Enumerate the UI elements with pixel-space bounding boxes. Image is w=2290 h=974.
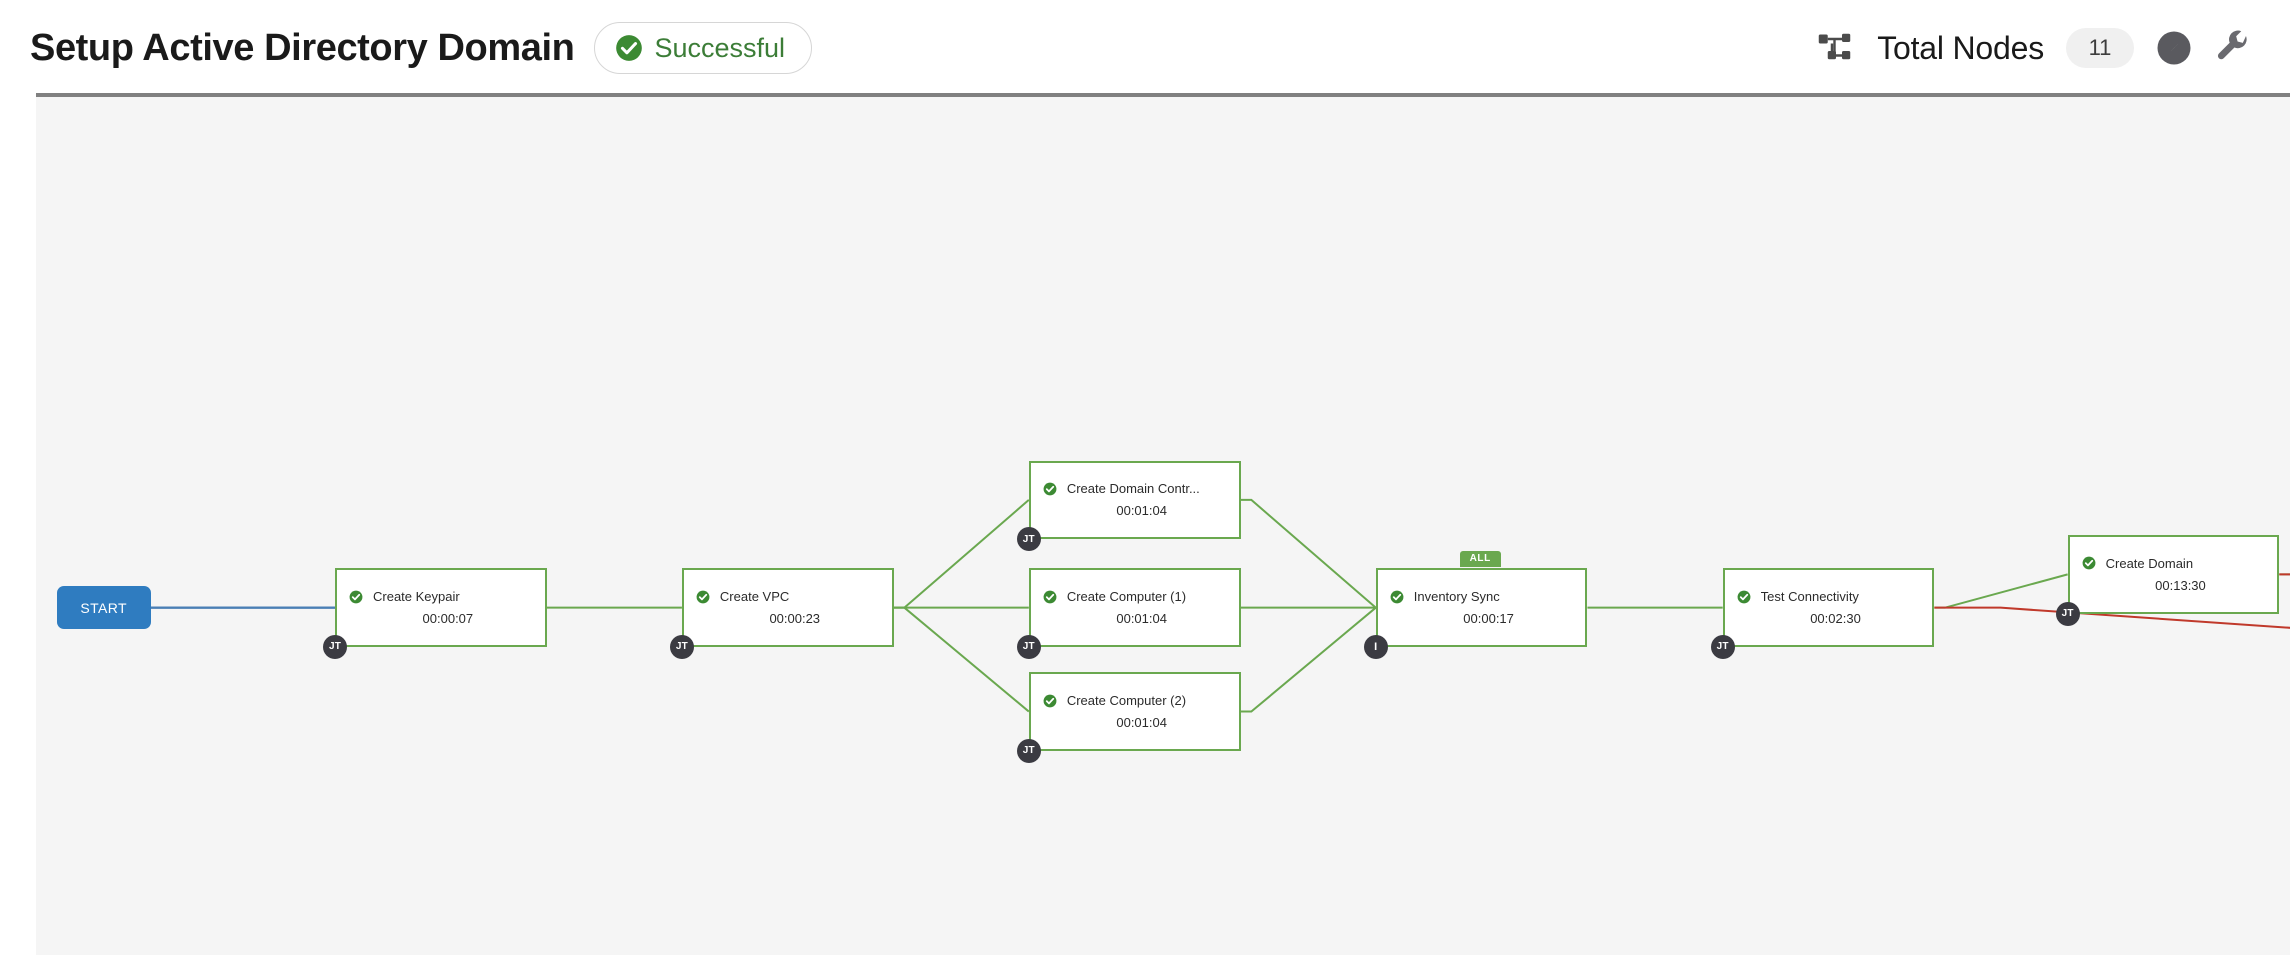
workflow-node-inventory-sync[interactable]: Inventory Sync 00:00:17 (1375, 568, 1588, 647)
compass-icon[interactable] (2156, 30, 2192, 66)
node-duration: 00:02:30 (1810, 611, 1861, 627)
node-title: Create Domain (2105, 555, 2194, 571)
workflow-node-create-keypair[interactable]: Create Keypair 00:00:07 (335, 568, 547, 647)
workflow-edges (150, 498, 2290, 713)
node-type-badge[interactable]: I (1363, 634, 1388, 659)
check-circle-icon (2082, 556, 2096, 570)
node-header-row: Inventory Sync (1378, 589, 1586, 604)
node-duration: 00:00:07 (422, 611, 474, 627)
node-title: Create Domain Contr... (1066, 481, 1200, 497)
wrench-icon[interactable] (2214, 29, 2252, 67)
node-type-badge[interactable]: JT (2055, 601, 2080, 626)
edge-test-connectivity-to-cleanup-resources (1934, 606, 2290, 629)
start-node[interactable]: START (56, 586, 151, 630)
workflow-node-test-connectivity[interactable]: Test Connectivity 00:02:30 (1722, 568, 1935, 647)
check-circle-icon (1043, 590, 1057, 604)
check-circle-icon (349, 590, 363, 604)
node-header-row: Create Computer (1) (1031, 589, 1239, 604)
node-title: Create Computer (2) (1066, 693, 1187, 709)
status-label: Successful (654, 32, 786, 63)
header-left-group: Setup Active Directory Domain Successful (30, 22, 813, 74)
edge-create-vpc-to-create-domain-controller (893, 499, 1030, 609)
check-circle-icon (1043, 482, 1057, 496)
node-type-badge[interactable]: JT (323, 634, 347, 659)
node-type-badge[interactable]: JT (1016, 738, 1041, 763)
edge-create-computer-2-to-inventory-sync (1240, 606, 1377, 713)
node-title: Create Keypair (373, 589, 460, 605)
header-right-group: Total Nodes 11 (1817, 28, 2252, 68)
status-badge: Successful (594, 22, 813, 74)
edge-create-domain-to-cleanup-resources (2279, 573, 2290, 576)
node-title: Inventory Sync (1413, 589, 1500, 605)
total-nodes-label: Total Nodes (1877, 29, 2044, 66)
edge-create-vpc-to-create-computer-2 (893, 606, 1030, 713)
node-header-row: Create Computer (2) (1031, 693, 1239, 708)
node-scope-badge: ALL (1459, 551, 1501, 568)
total-nodes-count: 11 (2066, 28, 2134, 68)
node-type-badge[interactable]: JT (1710, 634, 1735, 659)
node-type-badge[interactable]: JT (1016, 527, 1041, 552)
header-divider (36, 93, 2290, 97)
edge-test-connectivity-to-create-domain (1934, 573, 2068, 609)
workflow-node-create-domain-controller[interactable]: Create Domain Contr... 00:01:04 (1028, 460, 1241, 540)
node-title: Test Connectivity (1760, 589, 1859, 605)
check-circle-icon (1390, 590, 1404, 604)
node-duration: 00:01:04 (1116, 715, 1167, 731)
node-header-row: Create VPC (684, 589, 892, 604)
edge-create-domain-controller-to-inventory-sync (1240, 498, 1377, 609)
node-duration: 00:00:23 (769, 611, 821, 627)
node-header-row: Create Domain (2070, 556, 2278, 571)
node-header-row: Test Connectivity (1725, 589, 1933, 604)
page-header: Setup Active Directory Domain Successful (0, 0, 2290, 96)
node-duration: 00:00:17 (1463, 611, 1514, 627)
start-node-label: START (80, 599, 128, 616)
node-type-badge[interactable]: JT (669, 634, 694, 659)
check-circle-icon (1043, 694, 1057, 708)
node-duration: 00:13:30 (2155, 577, 2206, 593)
hierarchy-icon[interactable] (1817, 33, 1855, 63)
workflow-node-create-computer-1[interactable]: Create Computer (1) 00:01:04 (1028, 568, 1241, 647)
check-circle-icon (696, 590, 710, 604)
node-header-row: Create Domain Contr... (1031, 481, 1239, 496)
node-duration: 00:01:04 (1116, 503, 1167, 519)
node-title: Create Computer (1) (1066, 589, 1187, 605)
edge-create-domain-to-join-domain (2279, 573, 2290, 576)
workflow-node-create-domain[interactable]: Create Domain 00:13:30 (2067, 535, 2280, 614)
node-type-badge[interactable]: JT (1016, 634, 1041, 659)
node-header-row: Create Keypair (337, 589, 545, 604)
page-title: Setup Active Directory Domain (30, 26, 575, 69)
workflow-node-create-computer-2[interactable]: Create Computer (2) 00:01:04 (1028, 672, 1241, 751)
node-title: Create VPC (719, 589, 790, 605)
check-circle-icon (615, 34, 643, 62)
workflow-node-create-vpc[interactable]: Create VPC 00:00:23 (681, 568, 894, 647)
node-duration: 00:01:04 (1116, 611, 1167, 627)
check-circle-icon (1737, 590, 1751, 604)
